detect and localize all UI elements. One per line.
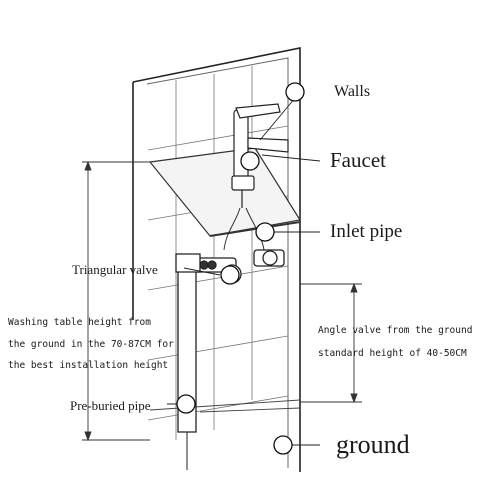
walls-label: Walls (334, 83, 371, 100)
faucet-label: Faucet (330, 148, 386, 172)
callout-markers (176, 82, 305, 455)
note-line: the ground in the 70-87CM for (8, 338, 174, 350)
note-line: Washing table height from (8, 317, 151, 328)
preburied-pipe-label: Pre-buried pipe (70, 398, 151, 413)
pre-buried-pipe-marker (176, 394, 196, 414)
wall-inner-edge (146, 57, 289, 468)
note-line: the best installation height (8, 360, 169, 371)
inlet-pipe-label: Inlet pipe (330, 221, 403, 242)
ground-label: ground (336, 430, 410, 459)
note-line: Angle valve from the ground (318, 325, 473, 336)
angle-valve-height-note: Angle valve from the ground standard hei… (318, 326, 472, 358)
triangular-valve-marker (220, 265, 240, 285)
wall-outline (132, 47, 301, 472)
walls-marker (285, 82, 305, 102)
countertop-shelf (148, 147, 301, 237)
dimension-washing-table (82, 160, 150, 442)
inlet-pipe-marker (255, 222, 275, 242)
triangular-valve-label: Triangular valve (72, 262, 158, 277)
note-line: standard height of 40-50CM (318, 347, 467, 359)
washing-table-height-note: Washing table height from the ground in … (8, 318, 174, 371)
pre-buried-pipe-drawing (175, 253, 201, 470)
floor-plane (149, 399, 301, 413)
faucet-marker (240, 151, 260, 171)
wall-back-edge (132, 47, 301, 472)
ground-marker (273, 435, 293, 455)
dimension-angle-valve (300, 282, 362, 404)
